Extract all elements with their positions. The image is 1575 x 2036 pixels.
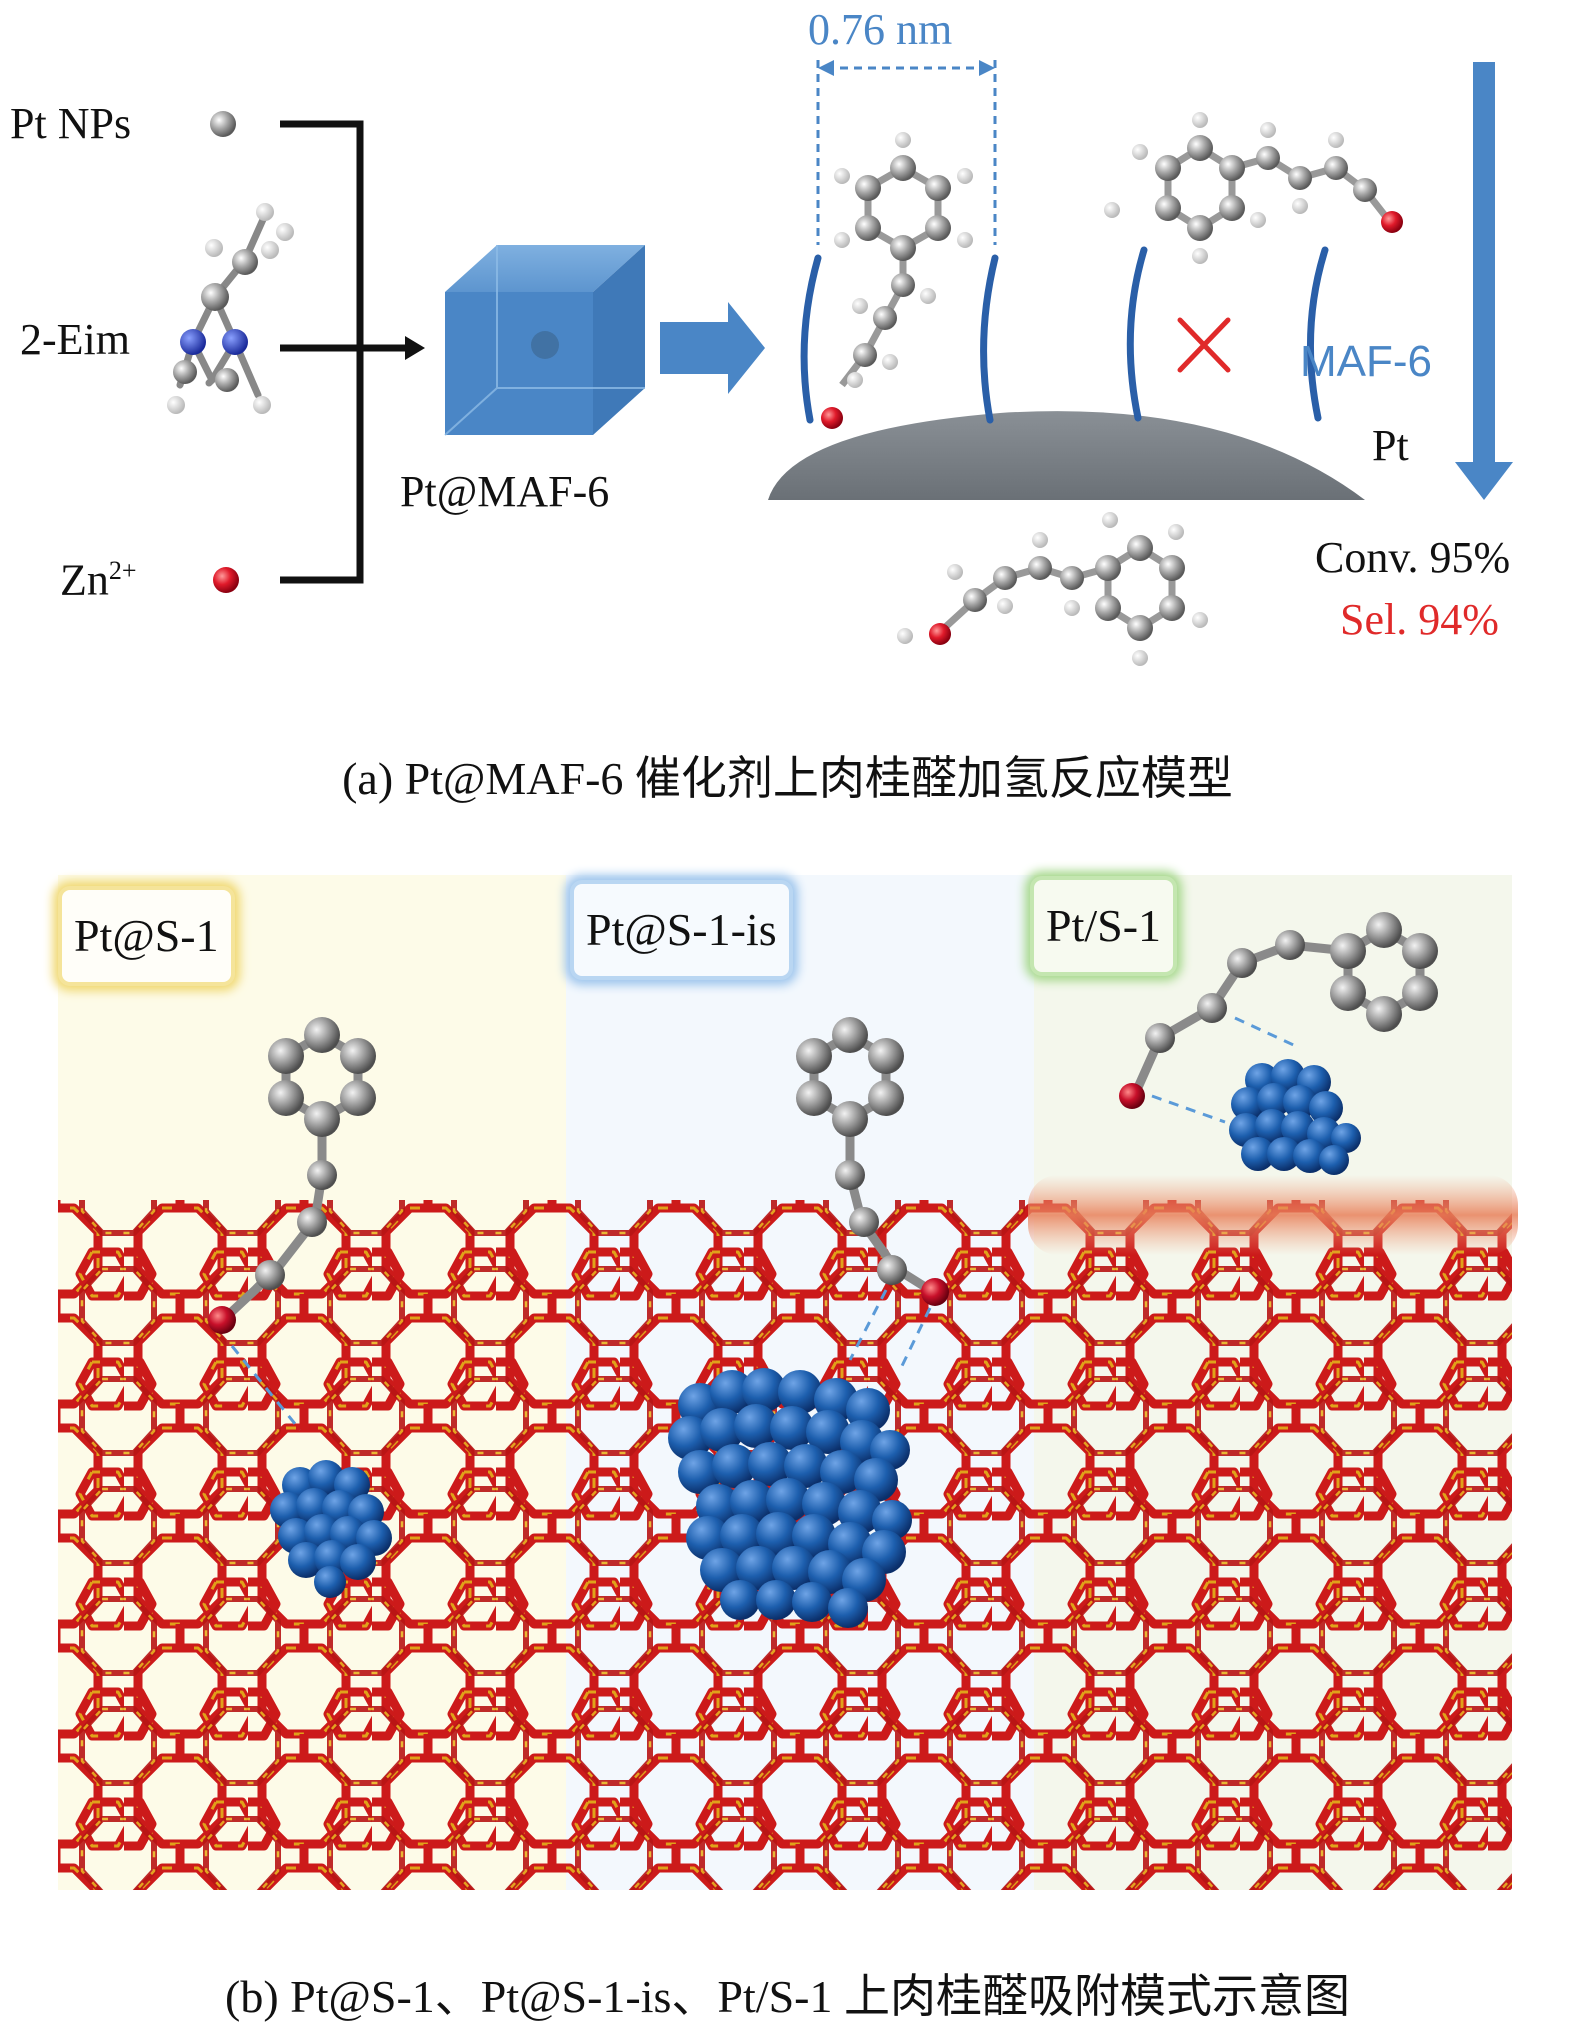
pt-s1-molecule-icon [208, 1017, 376, 1431]
panel-b-diagram [58, 875, 1518, 1890]
pt-s1-cluster-icon [270, 1460, 392, 1598]
zn-charge: 2+ [108, 556, 137, 585]
flow-arrow-icon [660, 302, 765, 394]
panel-a-caption: (a) Pt@MAF-6 催化剂上肉桂醛加氢反应模型 [342, 753, 1233, 804]
selectivity-label: Sel. 94% [1340, 595, 1499, 644]
reagent-eim-label: 2-Eim [20, 315, 130, 364]
molecule-blocked-icon [1104, 112, 1403, 264]
blocked-cross-icon [1177, 317, 1231, 373]
pt-surface [768, 411, 1365, 500]
product-molecule-icon [897, 512, 1208, 666]
region-label-pt-s1-is: Pt@S-1-is [570, 880, 793, 980]
zn-symbol: Zn [60, 555, 109, 605]
pt-s1-ext-cluster-icon [1229, 1059, 1361, 1175]
molecule-in-pore-icon [821, 132, 973, 429]
pt-s1-is-molecule-icon [796, 1017, 949, 1371]
panel-b-caption: (b) Pt@S-1、Pt@S-1-is、Pt/S-1 上肉桂醛吸附模式示意图 [225, 1971, 1350, 2022]
reagent-zn-label: Zn2+ [60, 558, 137, 603]
zn-atom-icon [213, 567, 239, 593]
conversion-label: Conv. 95% [1315, 533, 1511, 582]
reagent-pt-label: Pt NPs [10, 99, 132, 148]
maf6-cube-icon [444, 245, 645, 436]
pt-atom-icon [210, 111, 236, 137]
panel-a-diagram [167, 60, 1513, 666]
down-arrow-icon [1455, 62, 1513, 500]
pt-s1-is-cluster-icon [668, 1368, 912, 1628]
product-label: Pt@MAF-6 [400, 467, 610, 516]
pore-width-label: 0.76 nm [808, 5, 953, 54]
maf6-label: MAF-6 [1300, 337, 1432, 386]
region-label-pt-s1: Pt@S-1 [58, 886, 235, 986]
pt-surface-label: Pt [1372, 421, 1409, 470]
pt-s1-ext-molecule-icon [1119, 912, 1438, 1124]
region-label-pt-s1-ext: Pt/S-1 [1030, 876, 1178, 976]
